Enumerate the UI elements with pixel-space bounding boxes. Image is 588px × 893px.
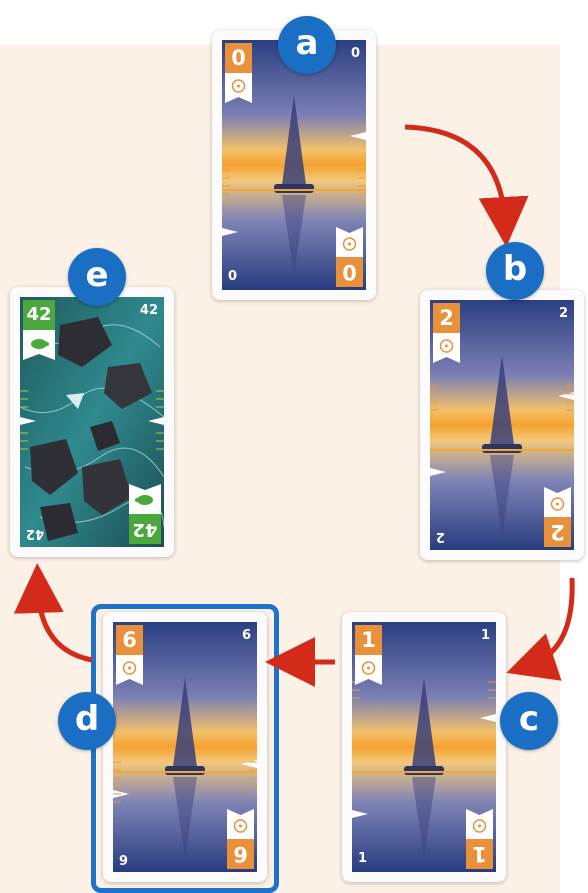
label-e: e — [68, 248, 126, 306]
compass-icon — [544, 487, 571, 517]
card-b-value: 2 — [433, 303, 460, 333]
card-a[interactable]: 0 0 0 0 — [212, 30, 376, 300]
card-e-corner-top: 42 — [139, 303, 158, 318]
card-b-corner-top: 2 — [558, 306, 568, 321]
label-b: b — [486, 242, 544, 300]
compass-icon — [116, 655, 143, 685]
compass-icon — [336, 227, 363, 257]
card-a-corner-bottom: 0 — [228, 269, 238, 284]
label-d: d — [58, 692, 116, 750]
label-c: c — [500, 692, 558, 750]
card-d-value: 6 — [116, 625, 143, 655]
card-e-value: 42 — [23, 300, 55, 330]
card-c[interactable]: 1 1 1 1 — [342, 612, 506, 882]
card-d[interactable]: 6 6 6 6 — [103, 612, 267, 882]
compass-icon — [355, 655, 382, 685]
card-d-corner-top: 6 — [241, 628, 251, 643]
compass-icon — [466, 809, 493, 839]
card-a-value: 0 — [225, 43, 252, 73]
arrow-d-to-e — [13, 563, 93, 663]
compass-icon — [227, 809, 254, 839]
compass-icon — [225, 73, 252, 103]
card-b[interactable]: 2 2 2 2 — [420, 290, 584, 560]
card-c-corner-top: 1 — [480, 628, 490, 643]
turtle-icon — [129, 484, 161, 514]
card-e[interactable]: 42 42 42 42 — [10, 287, 174, 557]
compass-icon — [433, 333, 460, 363]
card-a-corner-top: 0 — [350, 46, 360, 61]
arrow-a-to-b — [404, 124, 529, 247]
arrow-b-to-c — [506, 577, 575, 681]
label-a: a — [278, 16, 336, 74]
card-c-value: 1 — [355, 625, 382, 655]
turtle-icon — [23, 330, 55, 360]
card-c-corner-bottom: 1 — [358, 851, 368, 866]
